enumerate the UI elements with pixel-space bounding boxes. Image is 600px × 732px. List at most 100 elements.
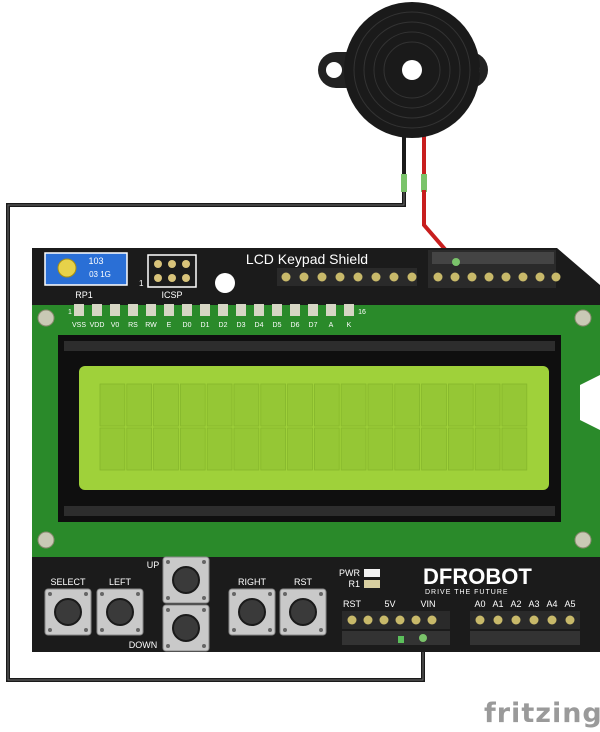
lcd-character-cell <box>313 427 340 471</box>
tagline-text: DRIVE THE FUTURE <box>425 589 509 596</box>
icsp-header <box>147 254 197 288</box>
lcd-character-cell <box>340 383 367 427</box>
lcd-pin-label: RS <box>128 322 138 329</box>
lcd-pin-label: D7 <box>309 322 318 329</box>
pot-label: RP1 <box>75 290 93 300</box>
lcd-character-cell <box>474 427 501 471</box>
mounting-hole <box>574 309 592 327</box>
lcd-character-cell <box>447 383 474 427</box>
lcd-pin-label: VDD <box>90 322 105 329</box>
lcd-character-cell <box>206 383 233 427</box>
icsp-pins <box>154 260 190 282</box>
lcd-pin-pad <box>326 304 336 316</box>
lcd-pin-pad <box>344 304 354 316</box>
top-header-right <box>428 250 561 288</box>
piezo-buzzer <box>318 2 488 138</box>
lcd-character-cell <box>447 427 474 471</box>
lcd-character-cell <box>287 383 313 427</box>
header-label-rst: RST <box>343 599 362 609</box>
lcd-pin-pad <box>146 304 156 316</box>
lcd-character-cell <box>206 427 233 471</box>
select-label: SELECT <box>50 577 86 587</box>
header-label-vin: VIN <box>420 599 435 609</box>
header-label-a3: A3 <box>528 599 539 609</box>
lcd-pin-label: RW <box>145 322 157 329</box>
lcd-pin-pad <box>290 304 300 316</box>
lcd-pin-label: D3 <box>237 322 246 329</box>
lcd-display <box>58 335 561 522</box>
left-label: LEFT <box>109 577 132 587</box>
lcd-pin-pad <box>308 304 318 316</box>
select-button[interactable] <box>44 588 92 636</box>
lcd-pin-label: K <box>347 322 352 329</box>
potentiometer-rp1: 103 03 1G <box>44 252 128 286</box>
header-label-5v: 5V <box>384 599 395 609</box>
lcd-character-cell <box>99 427 126 471</box>
lcd-character-cell <box>421 383 447 427</box>
rst-label: RST <box>294 577 313 587</box>
lcd-pin-pads <box>74 304 354 316</box>
lcd-pin-start: 1 <box>68 309 72 316</box>
lcd-character-cell <box>394 427 420 471</box>
lcd-pin-pad <box>218 304 228 316</box>
pwr-label: PWR <box>339 568 360 578</box>
lcd-keypad-shield: 103 03 1G RP1 1 ICSP LCD Keypad Shield <box>32 248 600 652</box>
lcd-character-grid <box>99 383 528 471</box>
mounting-hole <box>37 309 55 327</box>
lcd-pin-pad <box>110 304 120 316</box>
lcd-character-cell <box>501 427 528 471</box>
icsp-label: ICSP <box>161 290 182 300</box>
up-label: UP <box>147 560 160 570</box>
lcd-pin-label: V0 <box>111 322 120 329</box>
lcd-pin-end: 16 <box>358 309 366 316</box>
lcd-character-cell <box>233 383 260 427</box>
pot-marking-2: 03 1G <box>89 270 111 279</box>
pwr-led <box>364 569 380 577</box>
lcd-pin-pad <box>272 304 282 316</box>
lcd-pin-label: A <box>329 322 334 329</box>
lcd-character-cell <box>260 427 286 471</box>
lcd-character-cell <box>421 427 447 471</box>
lcd-pin-pad <box>74 304 84 316</box>
lcd-character-cell <box>367 383 394 427</box>
fritzing-watermark: fritzing <box>484 698 600 729</box>
icsp-pin-one: 1 <box>139 279 144 288</box>
lcd-pin-pad <box>200 304 210 316</box>
lcd-pin-label: D1 <box>201 322 210 329</box>
lcd-pin-label: D0 <box>183 322 192 329</box>
board-title: LCD Keypad Shield <box>246 251 368 267</box>
down-button[interactable] <box>162 604 210 652</box>
lcd-character-cell <box>501 383 528 427</box>
left-button[interactable] <box>96 588 144 636</box>
top-header-left <box>277 268 417 286</box>
lcd-character-cell <box>474 383 501 427</box>
header-label-a5: A5 <box>564 599 575 609</box>
down-label: DOWN <box>129 640 158 650</box>
lcd-pin-pad <box>254 304 264 316</box>
header-label-a2: A2 <box>510 599 521 609</box>
up-button[interactable] <box>162 556 210 604</box>
right-label: RIGHT <box>238 577 267 587</box>
pot-marking: 103 <box>88 256 103 266</box>
lcd-pin-label: E <box>167 322 172 329</box>
lcd-character-cell <box>126 427 153 471</box>
analog-header <box>470 611 580 645</box>
header-label-a0: A0 <box>474 599 485 609</box>
r1-resistor <box>364 580 380 588</box>
rst-button[interactable] <box>279 588 327 636</box>
mounting-hole <box>37 531 55 549</box>
r1-label: R1 <box>348 579 360 589</box>
header-label-a1: A1 <box>492 599 503 609</box>
lcd-character-cell <box>179 383 206 427</box>
header-label-a4: A4 <box>546 599 557 609</box>
lcd-character-cell <box>153 383 179 427</box>
lcd-character-cell <box>233 427 260 471</box>
lcd-pin-label: D2 <box>219 322 228 329</box>
lcd-character-cell <box>260 383 286 427</box>
right-button[interactable] <box>228 588 276 636</box>
lcd-pin-label: D5 <box>273 322 282 329</box>
lcd-character-cell <box>99 383 126 427</box>
lcd-pin-label: D6 <box>291 322 300 329</box>
lcd-pin-pad <box>164 304 174 316</box>
mounting-hole <box>574 531 592 549</box>
